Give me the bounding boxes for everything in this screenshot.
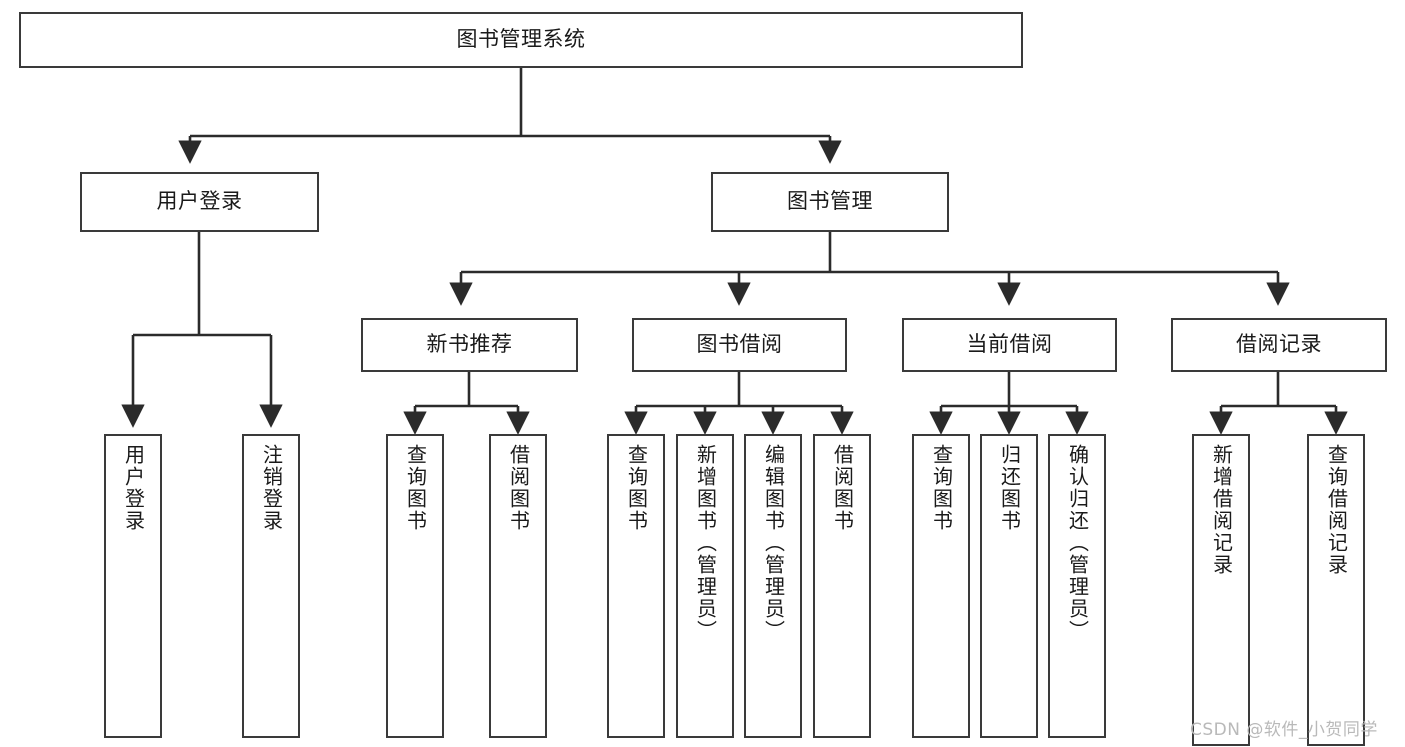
leaf-current-confirm-return-admin[interactable]: 确认归还（管理员） [1048, 434, 1106, 738]
node-label: 图书借阅 [696, 332, 783, 357]
leaf-recommend-query-book[interactable]: 查询图书 [386, 434, 444, 738]
node-label: 图书管理系统 [456, 27, 586, 52]
leaf-borrow-query-book[interactable]: 查询图书 [607, 434, 665, 738]
node-current-borrow[interactable]: 当前借阅 [902, 318, 1117, 372]
leaf-user-login-signout[interactable]: 注销登录 [242, 434, 300, 738]
leaf-user-login-signin[interactable]: 用户登录 [104, 434, 162, 738]
csdn-watermark: CSDN @软件_小贺同学 [1190, 720, 1378, 740]
node-label: 借阅图书 [830, 444, 855, 532]
node-label: 当前借阅 [966, 332, 1053, 357]
node-label: 借阅记录 [1236, 332, 1322, 357]
leaf-current-return-book[interactable]: 归还图书 [980, 434, 1038, 738]
node-label: 用户登录 [121, 444, 146, 532]
leaf-borrow-edit-book-admin[interactable]: 编辑图书（管理员） [744, 434, 802, 738]
node-root-system[interactable]: 图书管理系统 [19, 12, 1023, 68]
node-label: 查询图书 [929, 444, 954, 532]
leaf-records-query-record[interactable]: 查询借阅记录 [1307, 434, 1365, 746]
node-new-book-recommend[interactable]: 新书推荐 [361, 318, 578, 372]
node-book-management[interactable]: 图书管理 [711, 172, 949, 232]
node-borrow-records[interactable]: 借阅记录 [1171, 318, 1387, 372]
leaf-recommend-borrow-book[interactable]: 借阅图书 [489, 434, 547, 738]
node-label: 查询图书 [403, 444, 428, 532]
leaf-current-query-book[interactable]: 查询图书 [912, 434, 970, 738]
node-book-borrow[interactable]: 图书借阅 [632, 318, 847, 372]
node-label: 查询借阅记录 [1324, 444, 1349, 576]
node-user-login[interactable]: 用户登录 [80, 172, 319, 232]
node-label: 归还图书 [997, 444, 1022, 532]
node-label: 注销登录 [259, 444, 284, 532]
leaf-records-add-record[interactable]: 新增借阅记录 [1192, 434, 1250, 746]
node-label: 确认归还（管理员） [1065, 444, 1090, 642]
node-label: 借阅图书 [506, 444, 531, 532]
node-label: 用户登录 [156, 189, 243, 214]
node-label: 查询图书 [624, 444, 649, 532]
leaf-borrow-add-book-admin[interactable]: 新增图书（管理员） [676, 434, 734, 738]
node-label: 图书管理 [787, 189, 873, 214]
node-label: 新增借阅记录 [1209, 444, 1234, 576]
node-label: 新增图书（管理员） [693, 444, 718, 642]
node-label: 新书推荐 [426, 332, 513, 357]
leaf-borrow-borrow-book[interactable]: 借阅图书 [813, 434, 871, 738]
node-label: 编辑图书（管理员） [761, 444, 786, 642]
